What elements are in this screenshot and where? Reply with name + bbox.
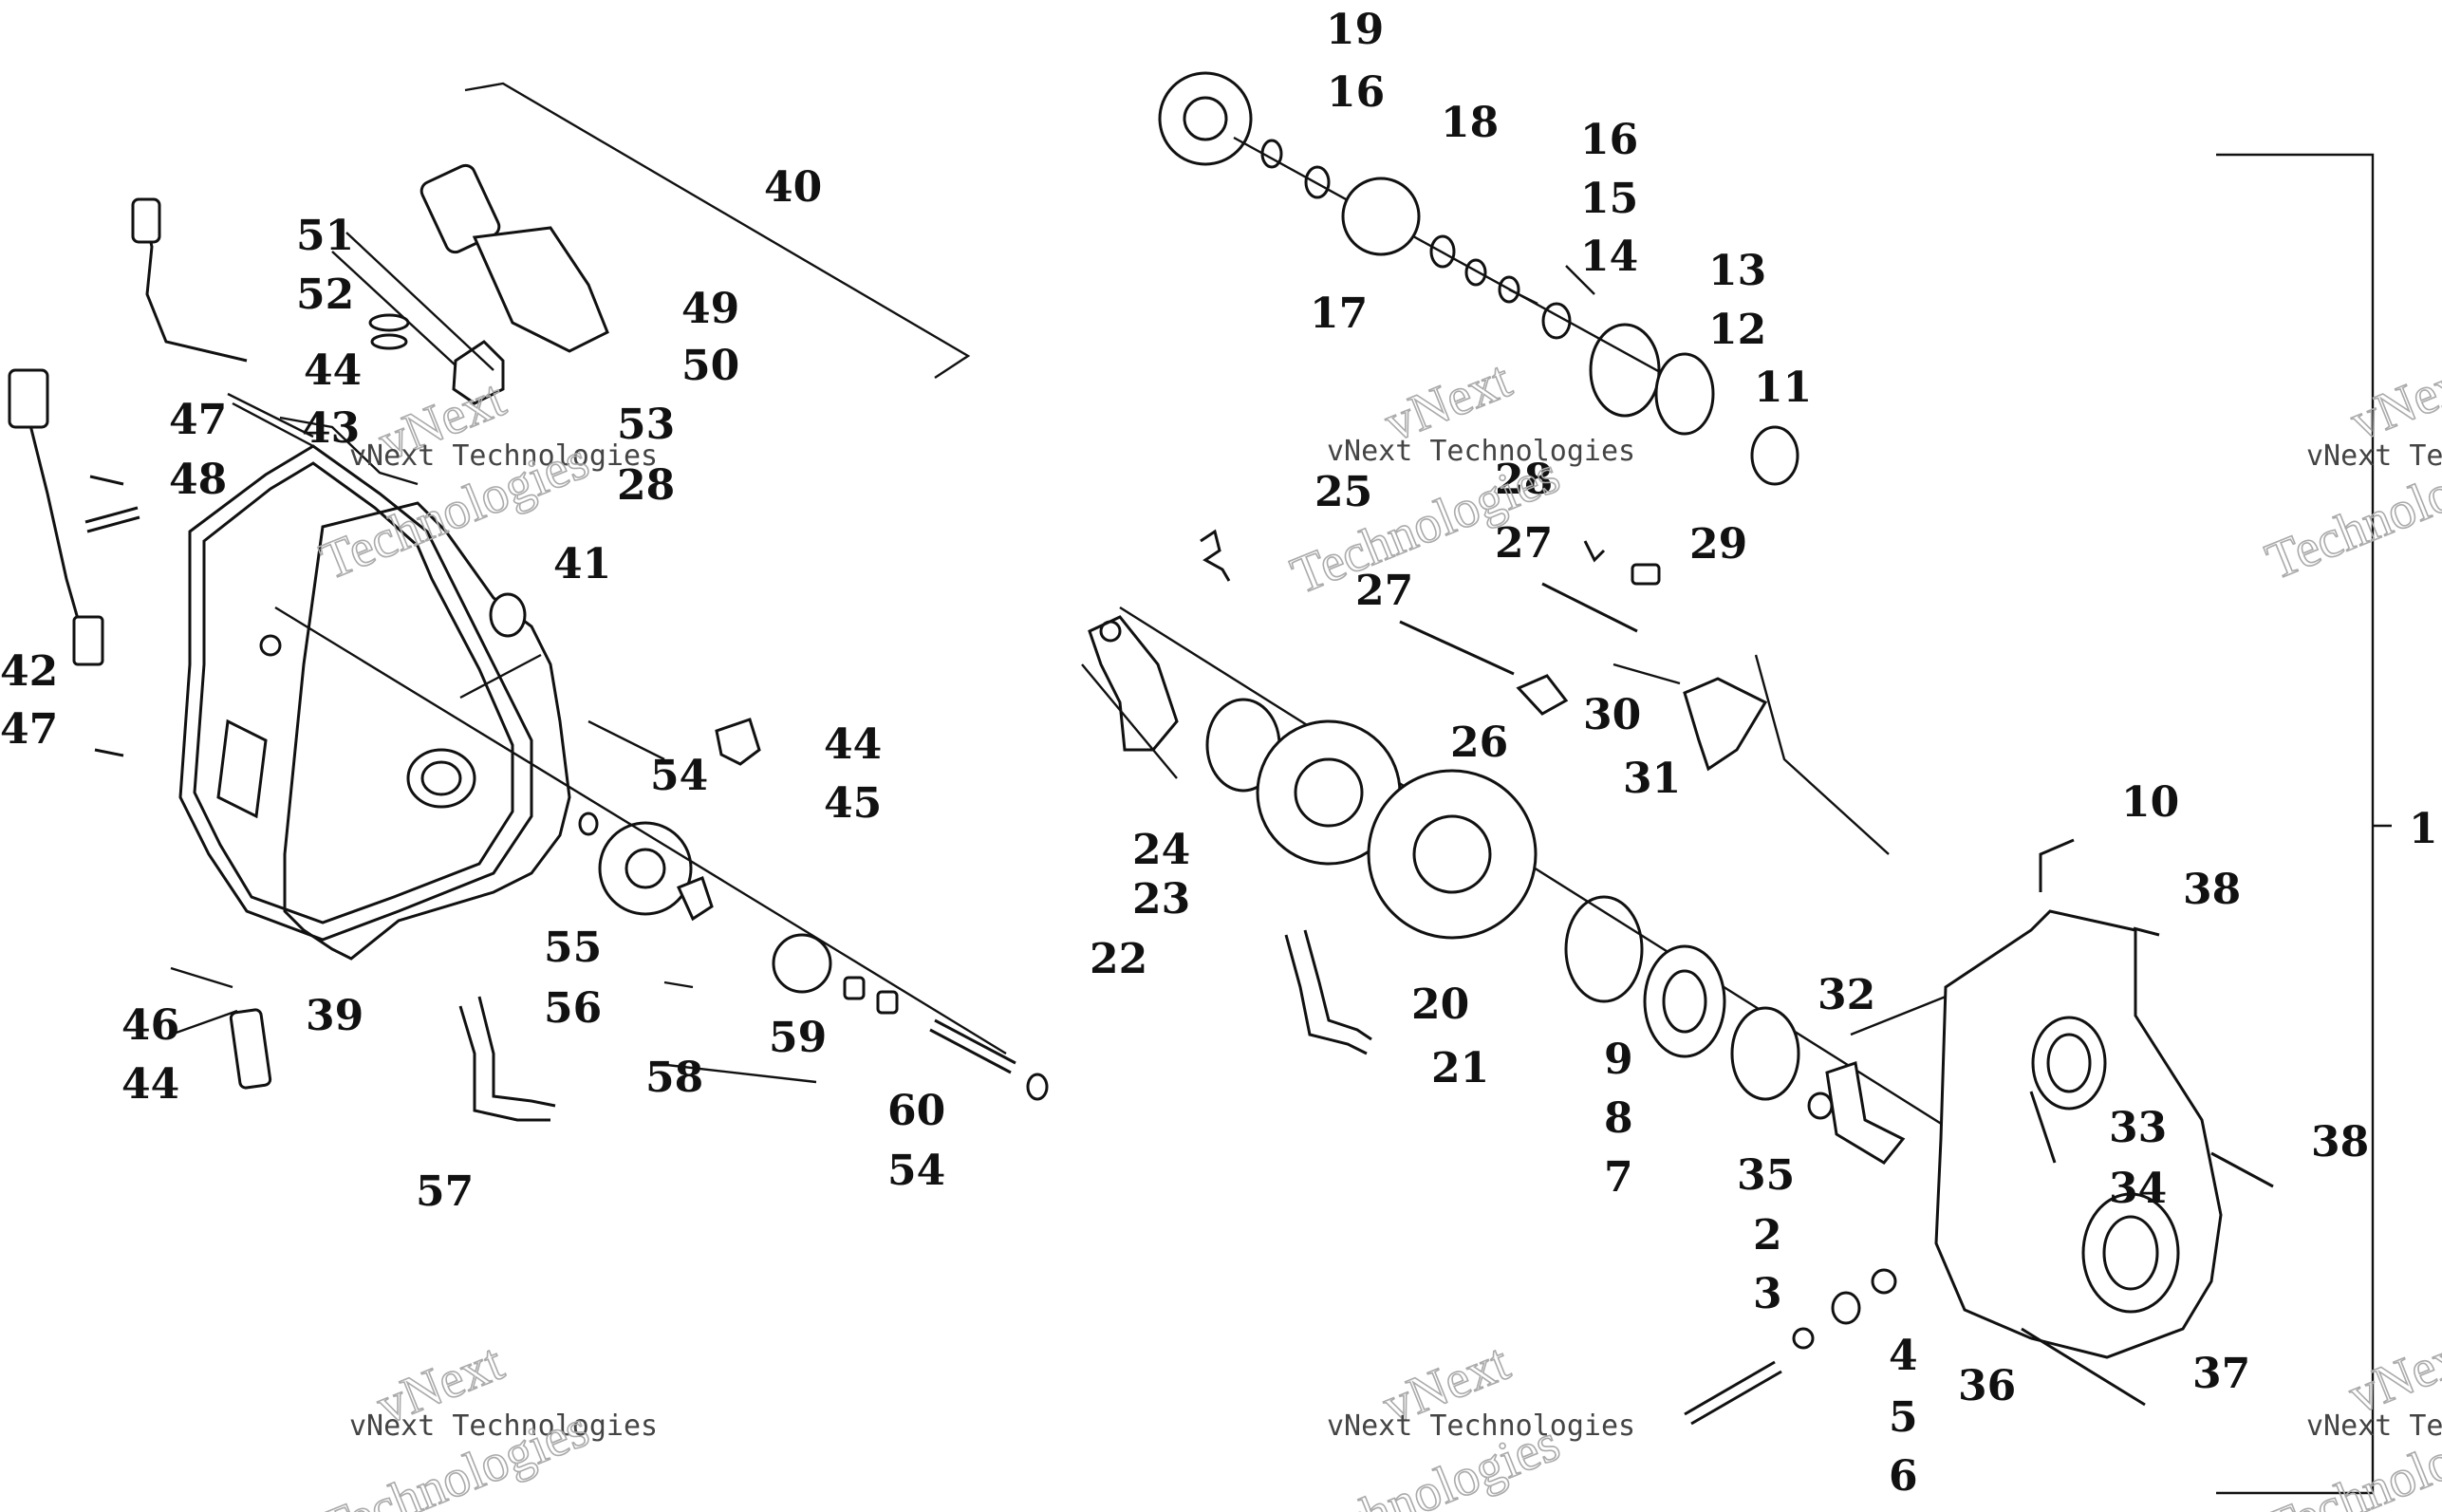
callout-49: 49 [681,285,739,333]
callout-18: 18 [1441,99,1499,147]
callout-51: 51 [296,212,354,260]
svg-text:vNext Technologies: vNext Technologies [1327,1409,1635,1443]
callout-50: 50 [681,342,739,390]
callout-4: 4 [1889,1332,1918,1380]
callout-27a: 27 [1495,519,1553,568]
callout-53: 53 [617,401,675,449]
callout-13: 13 [1708,247,1766,295]
callout-17: 17 [1310,289,1368,338]
callout-25: 25 [1314,468,1372,516]
callout-28a: 28 [617,461,675,510]
callout-31: 31 [1623,755,1681,803]
callout-38a: 38 [2183,866,2241,914]
callout-43: 43 [302,404,360,453]
callout-19: 19 [1326,6,1384,54]
svg-text:vNext Technologies: vNext Technologies [349,1409,658,1443]
callout-22: 22 [1090,935,1147,983]
callout-44b: 44 [824,720,882,769]
callout-37: 37 [2192,1350,2250,1398]
leader-lines [170,82,2392,1495]
svg-text:vNext Technologies: vNext Technologies [1327,435,1635,468]
callout-42: 42 [0,647,58,696]
watermark-3: vNext vNext Technologies Technologies [2258,348,2442,592]
callout-24: 24 [1132,826,1190,874]
callout-47a: 47 [169,396,227,444]
svg-text:vNext Technologies: vNext Technologies [349,439,658,473]
callout-12: 12 [1708,306,1766,354]
callout-46: 46 [121,1001,179,1050]
callout-27b: 27 [1355,567,1413,615]
right-gearcase-assembly [1088,71,2274,1426]
callout-57: 57 [416,1167,474,1216]
callout-2: 2 [1753,1211,1782,1260]
callout-34: 34 [2109,1165,2167,1213]
callout-52: 52 [296,271,354,319]
callout-30: 30 [1583,691,1641,739]
callout-20: 20 [1411,980,1469,1029]
callout-labels: 1 2 3 4 5 6 7 8 9 10 11 12 13 14 15 16 1… [0,6,2438,1501]
callout-28b: 28 [1495,456,1553,504]
callout-55: 55 [544,924,602,972]
callout-44c: 44 [121,1060,179,1109]
callout-58: 58 [645,1054,703,1102]
callout-44a: 44 [304,346,362,395]
callout-59: 59 [769,1014,827,1062]
callout-38b: 38 [2311,1118,2369,1167]
callout-3: 3 [1753,1270,1782,1318]
callout-35: 35 [1737,1151,1795,1200]
callout-40: 40 [764,163,822,212]
callout-14: 14 [1580,233,1638,281]
callout-54b: 54 [887,1147,945,1195]
left-cover-assembly [8,163,1049,1122]
callout-36: 36 [1958,1362,2016,1410]
svg-text:vNext Technologies: vNext Technologies [2306,439,2442,473]
callout-32: 32 [1818,971,1875,1019]
callout-10: 10 [2121,778,2179,827]
watermark-6: vNext vNext Technologies Technologies [2258,1321,2442,1512]
svg-text:vNext: vNext [2342,348,2442,452]
callout-29: 29 [1689,520,1747,569]
callout-16b: 16 [1580,116,1638,164]
svg-text:vNext Technologies: vNext Technologies [2306,1409,2442,1443]
callout-7: 7 [1604,1153,1633,1202]
callout-47b: 47 [0,705,58,754]
callout-15: 15 [1580,175,1638,223]
watermark-5: vNext vNext Technologies Technologies [1282,1332,1635,1512]
callout-26: 26 [1450,719,1508,767]
watermark-4: vNext vNext Technologies Technologies [312,1332,659,1512]
callout-23: 23 [1132,875,1190,924]
callout-11: 11 [1754,364,1812,412]
callout-48: 48 [169,456,227,504]
callout-5: 5 [1889,1393,1918,1442]
callout-8: 8 [1604,1094,1633,1143]
callout-9: 9 [1604,1036,1633,1084]
callout-56: 56 [544,984,602,1033]
callout-33: 33 [2109,1104,2167,1152]
callout-41: 41 [553,540,611,588]
callout-1: 1 [2409,805,2438,853]
callout-16a: 16 [1327,68,1385,117]
callout-45: 45 [824,779,882,828]
callout-21: 21 [1431,1044,1489,1092]
callout-39: 39 [306,992,364,1040]
callout-60: 60 [887,1087,945,1135]
callout-54a: 54 [650,752,708,800]
callout-6: 6 [1889,1452,1918,1501]
